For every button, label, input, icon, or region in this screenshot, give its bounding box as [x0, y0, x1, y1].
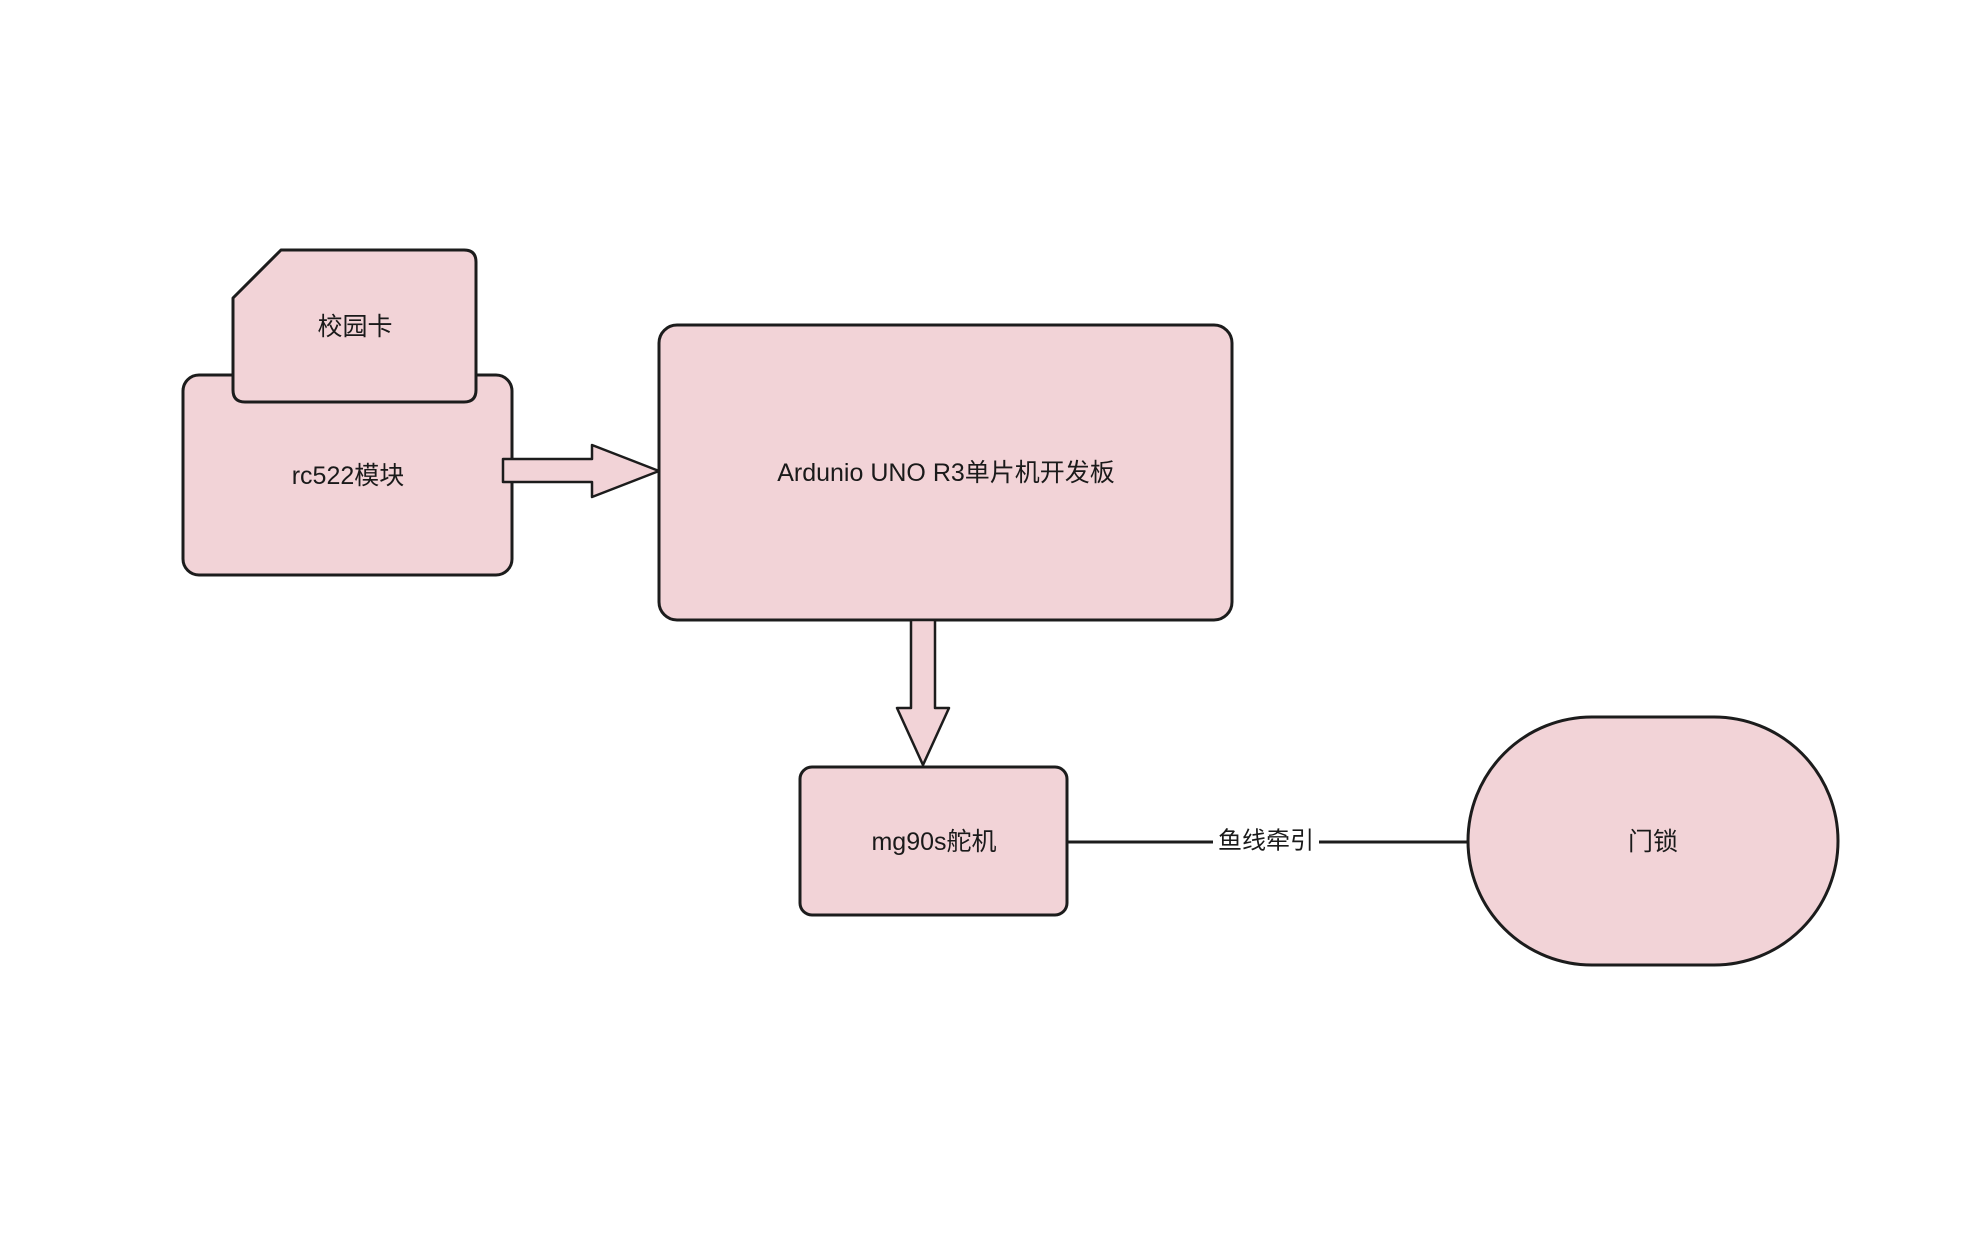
door-lock-shape	[1466, 715, 1840, 967]
campus-card-shape	[231, 248, 478, 404]
arduino-board-shape	[657, 323, 1234, 622]
node-label-rc522-module: rc522模块	[291, 462, 405, 490]
edge-label-fishing-line: 鱼线牵引	[1213, 827, 1319, 857]
node-label-campus-card: 校园卡	[317, 313, 393, 341]
arrow-rc522-to-arduino	[501, 443, 661, 499]
arrow-arduino-to-servo	[895, 618, 951, 767]
node-label-mg90s-servo: mg90s舵机	[871, 828, 997, 856]
node-label-arduino-board: Ardunio UNO R3单片机开发板	[777, 459, 1115, 487]
node-label-door-lock: 门锁	[1627, 828, 1679, 856]
